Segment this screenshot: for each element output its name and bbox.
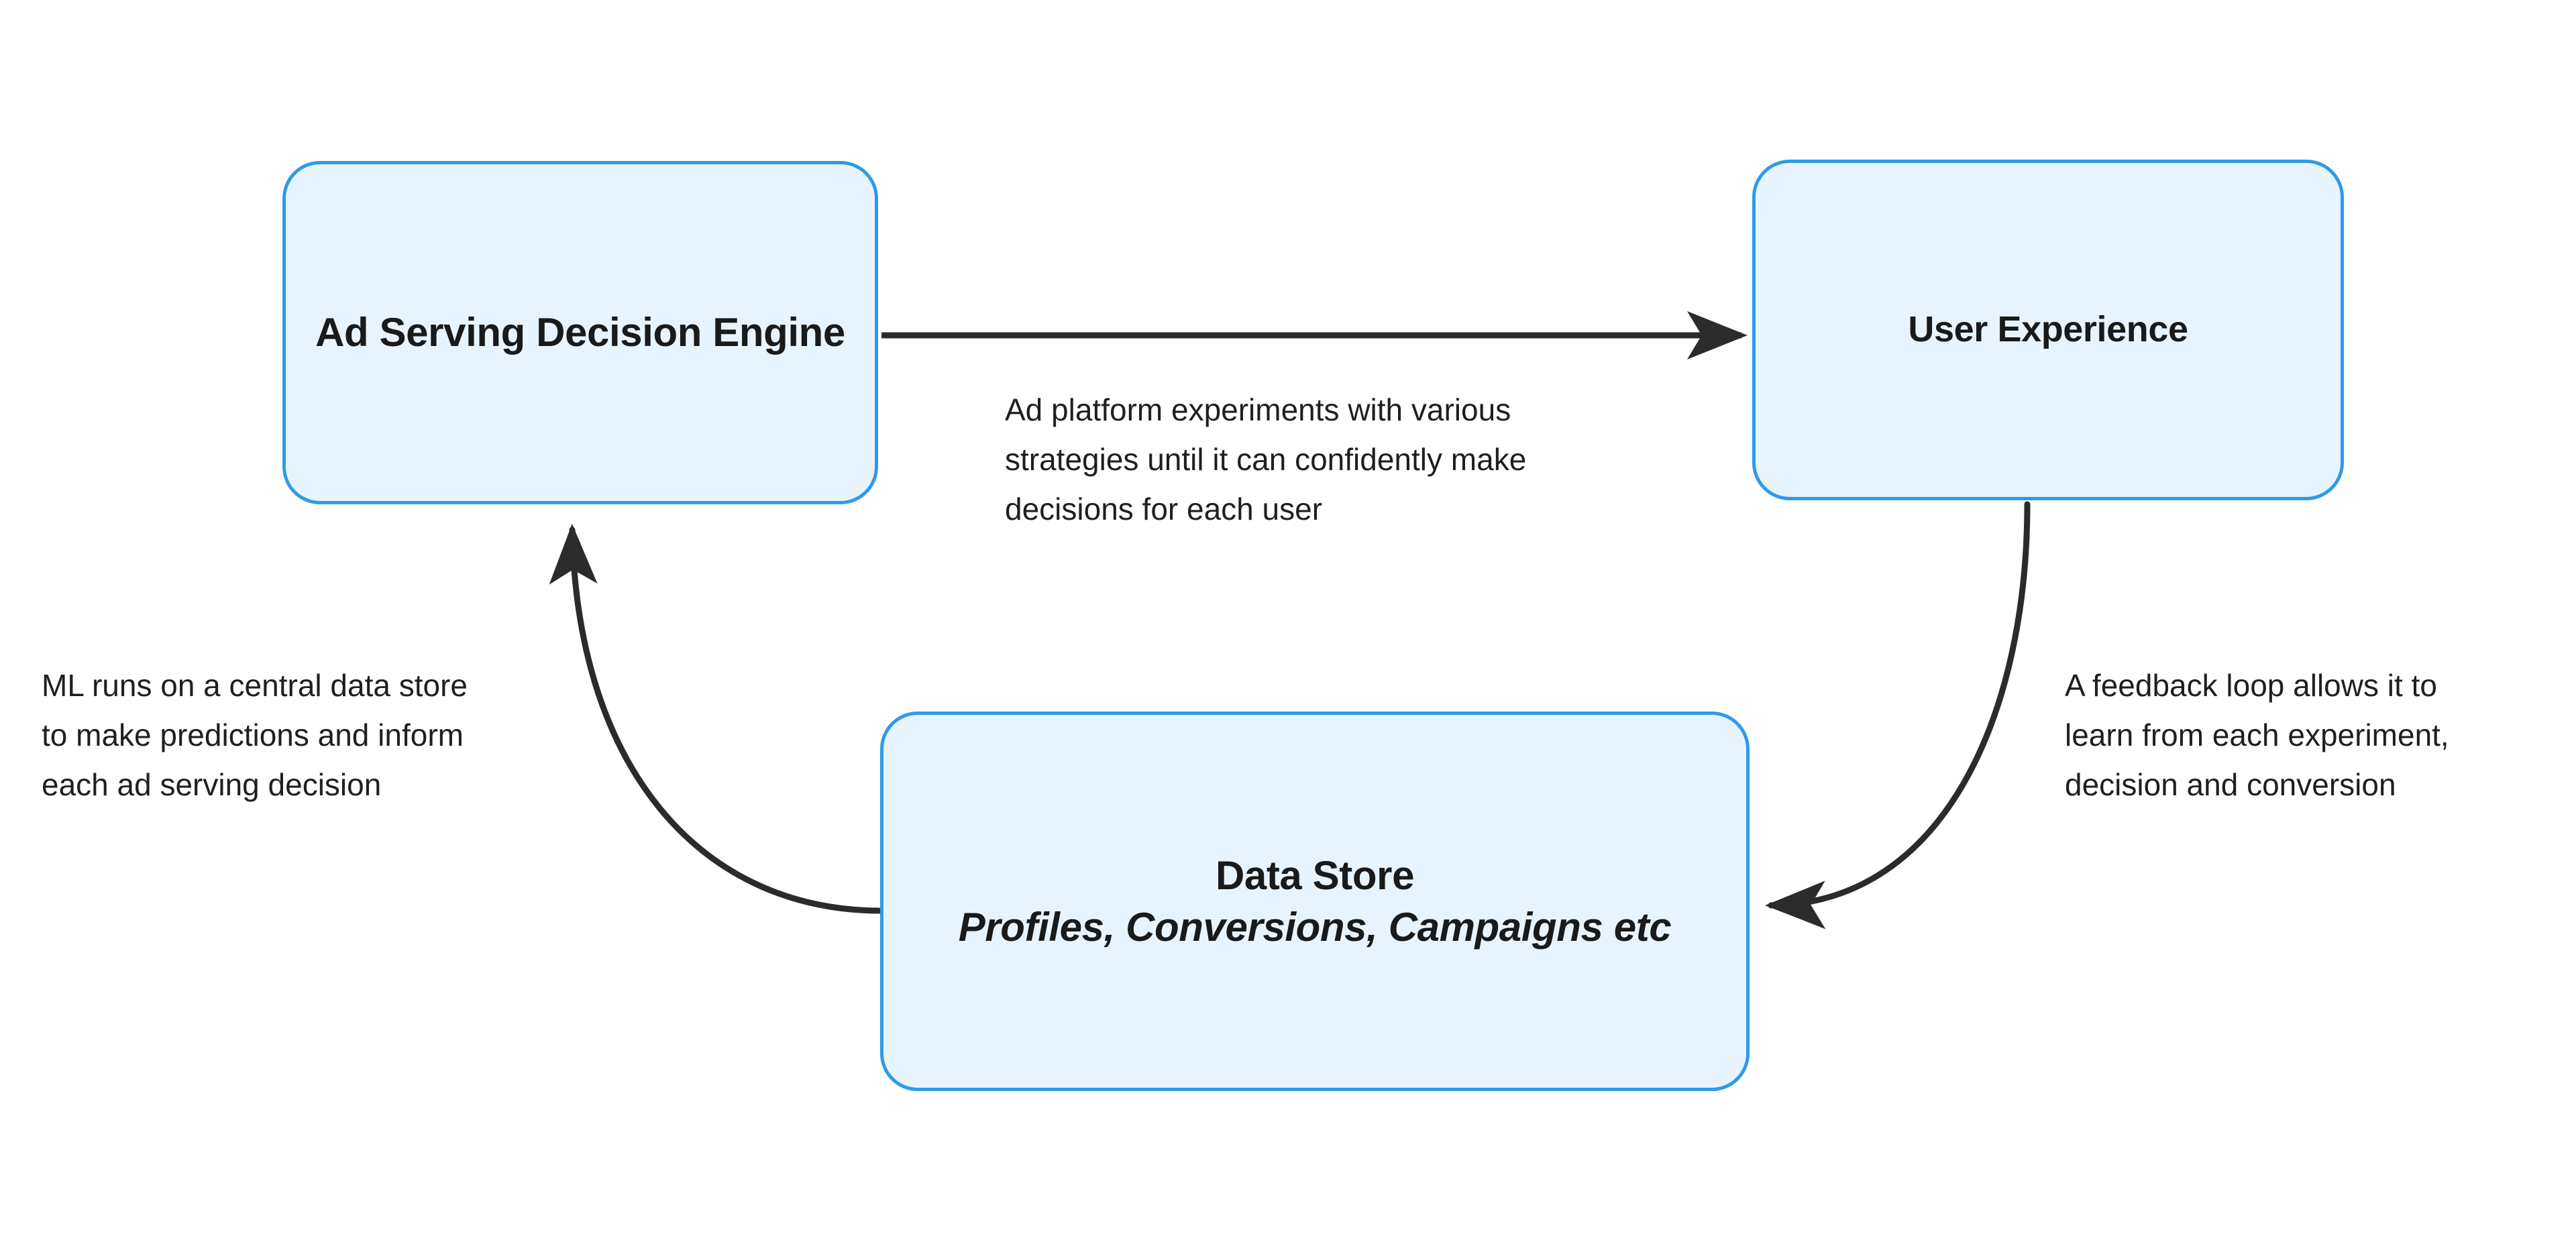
node-ad-serving-decision-engine[interactable]: Ad Serving Decision Engine xyxy=(282,161,878,504)
node-ad-serving-decision-engine-title: Ad Serving Decision Engine xyxy=(315,310,845,355)
node-data-store-subtitle: Profiles, Conversions, Campaigns etc xyxy=(958,905,1672,950)
node-data-store-title: Data Store xyxy=(1215,852,1415,898)
edge-user-experience-to-data-store xyxy=(1765,501,2031,929)
edge-label-engine-to-user-experience: Ad platform experiments with various str… xyxy=(1005,392,1527,526)
edge-label-data-store-to-engine: ML runs on a central data store to make … xyxy=(42,668,468,802)
node-user-experience[interactable]: User Experience xyxy=(1752,160,2344,500)
node-data-store[interactable]: Data Store Profiles, Conversions, Campai… xyxy=(880,712,1750,1091)
edge-data-store-to-engine xyxy=(549,524,882,914)
node-user-experience-title: User Experience xyxy=(1908,309,2188,350)
edge-label-user-experience-to-data-store: A feedback loop allows it to learn from … xyxy=(2065,668,2449,802)
